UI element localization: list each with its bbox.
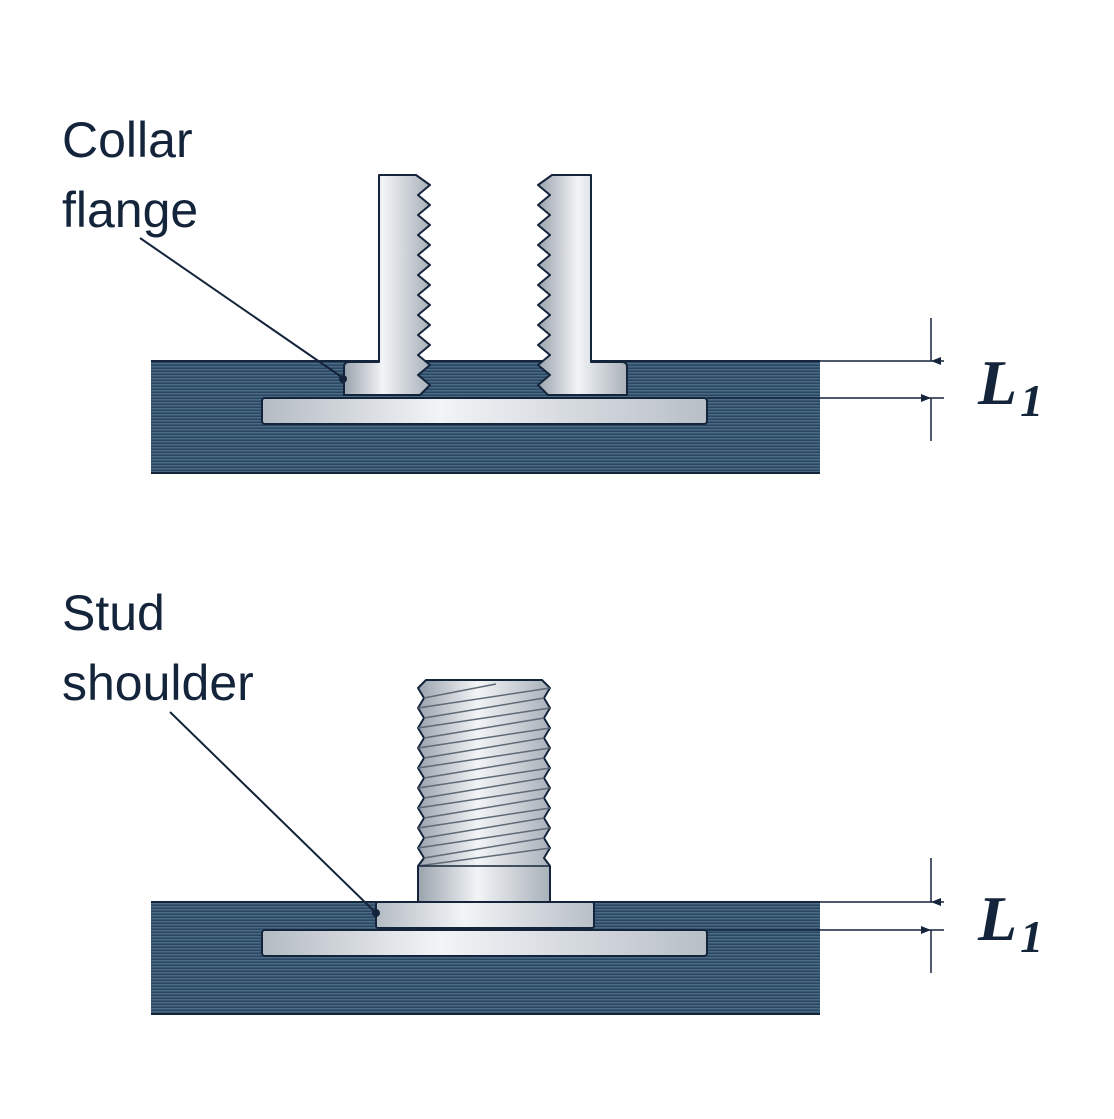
collar-callout-leader [139, 237, 344, 379]
collar-left-half [343, 174, 431, 396]
stud-shoulder-label-line1: Stud [62, 585, 165, 641]
bottom-dimension-l1 [707, 858, 944, 973]
collar-right-half [537, 174, 628, 396]
stud-thread-lines [417, 683, 551, 867]
bottom-dimension-label: L1 [978, 882, 1043, 962]
stud-shoulder [375, 901, 595, 929]
collar-flange-label: Collar flange [62, 105, 198, 245]
stud-shoulder-label: Stud shoulder [62, 578, 254, 718]
stud-shoulder-label-line2: shoulder [62, 655, 254, 711]
top-dimension-l1 [707, 318, 944, 441]
collar-callout-dot [339, 375, 347, 383]
bottom-panel [151, 679, 944, 1015]
top-dimension-label: L1 [978, 346, 1043, 426]
bottom-embedded-plate [261, 929, 708, 957]
top-panel [139, 174, 944, 474]
stud-callout-dot [372, 909, 380, 917]
bottom-dimension-symbol: L [978, 883, 1018, 954]
top-dimension-subscript: 1 [1020, 375, 1044, 426]
stud-callout-leader [169, 711, 376, 913]
collar-flange-label-line1: Collar [62, 112, 193, 168]
collar-flange-label-line2: flange [62, 182, 199, 238]
top-embedded-plate [261, 397, 708, 425]
bottom-dimension-subscript: 1 [1020, 911, 1044, 962]
top-dimension-symbol: L [978, 347, 1018, 418]
